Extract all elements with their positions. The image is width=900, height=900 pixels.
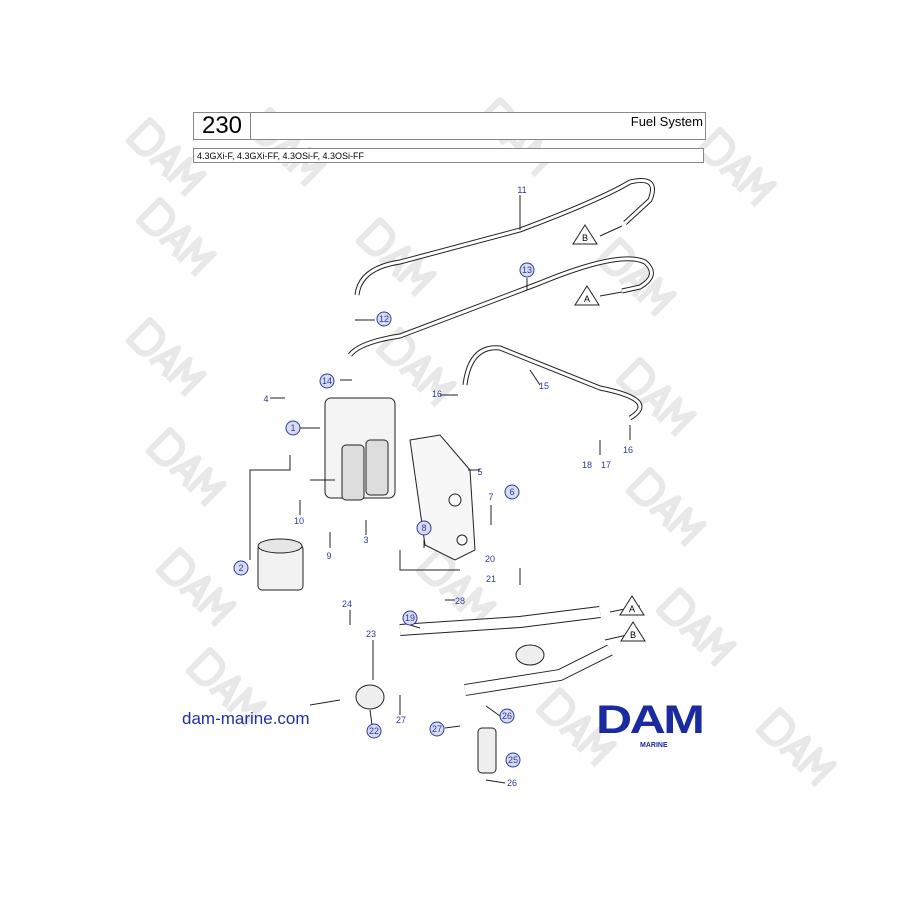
fuel-pump — [341, 444, 365, 501]
fuel-line-15 — [462, 345, 643, 421]
callout-19: 19 — [405, 613, 415, 623]
callout-1: 1 — [290, 423, 295, 433]
ref-triangle-b-top — [572, 224, 598, 245]
callout-14: 14 — [322, 376, 332, 386]
callout-13: 13 — [522, 265, 532, 275]
callout-a: A — [584, 294, 590, 304]
callout-a2: A — [629, 604, 635, 614]
callout-16: 16 — [432, 389, 442, 399]
callout-26b: 26 — [507, 778, 517, 788]
ref-triangle-a-bottom — [619, 595, 645, 616]
callout-labels: 11 B 13 A 12 14 16 15 4 1 18 17 16 5 7 6… — [238, 185, 636, 788]
callout-26: 26 — [502, 711, 512, 721]
callout-17: 17 — [601, 460, 611, 470]
callout-24: 24 — [342, 599, 352, 609]
dam-logo-sub: MARINE — [640, 742, 668, 749]
ref-triangle-a-top — [574, 285, 600, 306]
callout-18: 18 — [582, 460, 592, 470]
callout-3: 3 — [363, 535, 368, 545]
page-number: 230 — [193, 112, 251, 140]
callout-8: 8 — [421, 523, 426, 533]
fuel-line-11 — [354, 178, 655, 296]
callout-2: 2 — [238, 563, 243, 573]
callout-b: B — [582, 233, 588, 243]
callout-25: 25 — [508, 755, 518, 765]
diagram-drawing — [249, 178, 655, 784]
callout-15: 15 — [539, 381, 549, 391]
website-link[interactable]: dam-marine.com — [182, 709, 310, 728]
callout-5: 5 — [477, 467, 482, 477]
callout-22: 22 — [369, 726, 379, 736]
callout-4: 4 — [263, 394, 268, 404]
ref-triangle-b-bottom — [620, 621, 646, 642]
title-box: Fuel System — [250, 112, 706, 140]
callout-23: 23 — [366, 629, 376, 639]
callout-12: 12 — [379, 314, 389, 324]
callout-27: 27 — [396, 715, 406, 725]
callout-11: 11 — [517, 185, 526, 195]
callout-10: 10 — [294, 516, 304, 526]
bracket-5 — [409, 434, 476, 561]
callout-21: 21 — [486, 574, 496, 584]
page-title: Fuel System — [630, 114, 703, 129]
fuel-line-13 — [348, 256, 654, 357]
callout-20: 20 — [485, 554, 495, 564]
dam-logo: DAM — [596, 698, 705, 742]
pressure-regulator — [355, 684, 385, 710]
callout-28: 28 — [455, 596, 465, 606]
callout-6: 6 — [509, 487, 514, 497]
model-list: 4.3GXi-F, 4.3GXi-FF, 4.3OSi-F, 4.3OSi-FF — [193, 148, 704, 163]
callout-b2: B — [630, 630, 636, 640]
callout-16b: 16 — [623, 445, 633, 455]
callout-9: 9 — [326, 551, 331, 561]
callout-27b: 27 — [432, 724, 442, 734]
fuel-injector — [477, 727, 497, 774]
callout-7: 7 — [488, 492, 493, 502]
